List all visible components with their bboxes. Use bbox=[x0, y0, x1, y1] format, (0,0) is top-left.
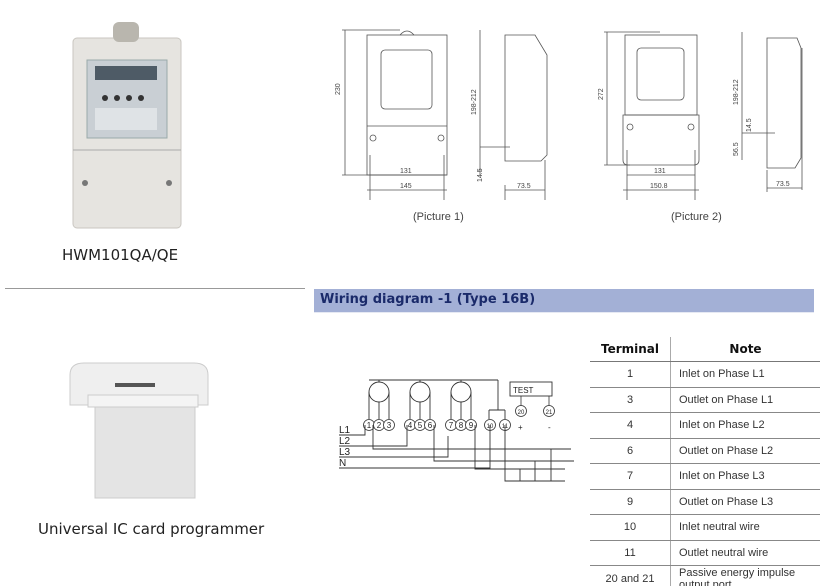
svg-text:L3: L3 bbox=[339, 447, 351, 458]
terminal-label: 5 bbox=[418, 421, 423, 430]
svg-text:N: N bbox=[339, 458, 346, 469]
terminal-cell: 20 and 21 bbox=[590, 565, 671, 586]
meter-photo bbox=[72, 22, 182, 229]
terminal-label: 2 bbox=[377, 421, 382, 430]
picture1-label: (Picture 1) bbox=[413, 211, 464, 223]
svg-text:272: 272 bbox=[598, 88, 605, 100]
note-cell: Inlet on Phase L3 bbox=[670, 463, 820, 490]
note-cell: Outlet on Phase L1 bbox=[670, 387, 820, 413]
terminal-cell: 11 bbox=[590, 540, 671, 566]
svg-text:131: 131 bbox=[400, 168, 412, 175]
terminal-cell: 3 bbox=[590, 387, 671, 413]
svg-text:198-212: 198-212 bbox=[471, 89, 478, 115]
note-cell: Passive energy impulse output port bbox=[670, 565, 820, 586]
svg-text:198-212: 198-212 bbox=[733, 79, 740, 105]
svg-text:-: - bbox=[548, 423, 551, 432]
svg-text:73.5: 73.5 bbox=[776, 181, 790, 188]
pulse-terminal-circle bbox=[543, 405, 555, 417]
terminal-circle bbox=[383, 419, 395, 431]
svg-text:56.5: 56.5 bbox=[733, 142, 740, 156]
pulse-terminal-label: 20 bbox=[518, 410, 525, 416]
terminal-cell: 9 bbox=[590, 489, 671, 515]
svg-text:L1: L1 bbox=[339, 425, 351, 436]
svg-text:150.8: 150.8 bbox=[650, 183, 668, 190]
terminal-cell: 10 bbox=[590, 514, 671, 541]
note-cell: Outlet neutral wire bbox=[670, 540, 820, 566]
svg-text:145: 145 bbox=[400, 183, 412, 190]
terminal-label: 8 bbox=[459, 421, 464, 430]
note-cell: Outlet on Phase L3 bbox=[670, 489, 820, 515]
picture2-label: (Picture 2) bbox=[671, 211, 722, 223]
svg-text:TEST: TEST bbox=[513, 386, 534, 395]
svg-text:14.5: 14.5 bbox=[746, 118, 753, 132]
svg-text:L2: L2 bbox=[339, 436, 351, 447]
pulse-terminal-label: 21 bbox=[546, 410, 553, 416]
terminal-circle bbox=[424, 419, 436, 431]
product-name-programmer: Universal IC card programmer bbox=[38, 520, 265, 538]
section-header: Wiring diagram -1 (Type 16B) bbox=[314, 289, 814, 313]
terminal-circle bbox=[465, 419, 477, 431]
svg-text:+: + bbox=[518, 423, 523, 432]
svg-text:131: 131 bbox=[654, 168, 666, 175]
note-cell: Inlet on Phase L2 bbox=[670, 412, 820, 439]
svg-text:73.5: 73.5 bbox=[517, 183, 531, 190]
terminal-label: 4 bbox=[408, 421, 413, 430]
product-name-meter: HWM101QA/QE bbox=[62, 246, 179, 264]
terminal-cell: 4 bbox=[590, 412, 671, 439]
col-note: Note bbox=[670, 337, 820, 362]
col-terminal: Terminal bbox=[590, 337, 671, 362]
ic-card-programmer-photo bbox=[69, 362, 209, 499]
svg-text:14.5: 14.5 bbox=[477, 168, 484, 182]
note-cell: Outlet on Phase L2 bbox=[670, 438, 820, 464]
terminal-label: 6 bbox=[428, 421, 433, 430]
terminal-cell: 6 bbox=[590, 438, 671, 464]
note-cell: Inlet on Phase L1 bbox=[670, 361, 820, 388]
terminal-label: 3 bbox=[387, 421, 392, 430]
svg-text:230: 230 bbox=[335, 83, 342, 95]
pulse-terminal-circle bbox=[515, 405, 527, 417]
terminal-label: 9 bbox=[469, 421, 474, 430]
terminal-cell: 1 bbox=[590, 361, 671, 388]
terminal-cell: 7 bbox=[590, 463, 671, 490]
dimension-drawings: 230 198-212 14.5 131 145 73.5 272 198-21… bbox=[335, 29, 803, 223]
note-cell: Inlet neutral wire bbox=[670, 514, 820, 541]
divider bbox=[5, 288, 305, 289]
terminal-label: 7 bbox=[449, 421, 454, 430]
terminal-label: 1 bbox=[367, 421, 372, 430]
